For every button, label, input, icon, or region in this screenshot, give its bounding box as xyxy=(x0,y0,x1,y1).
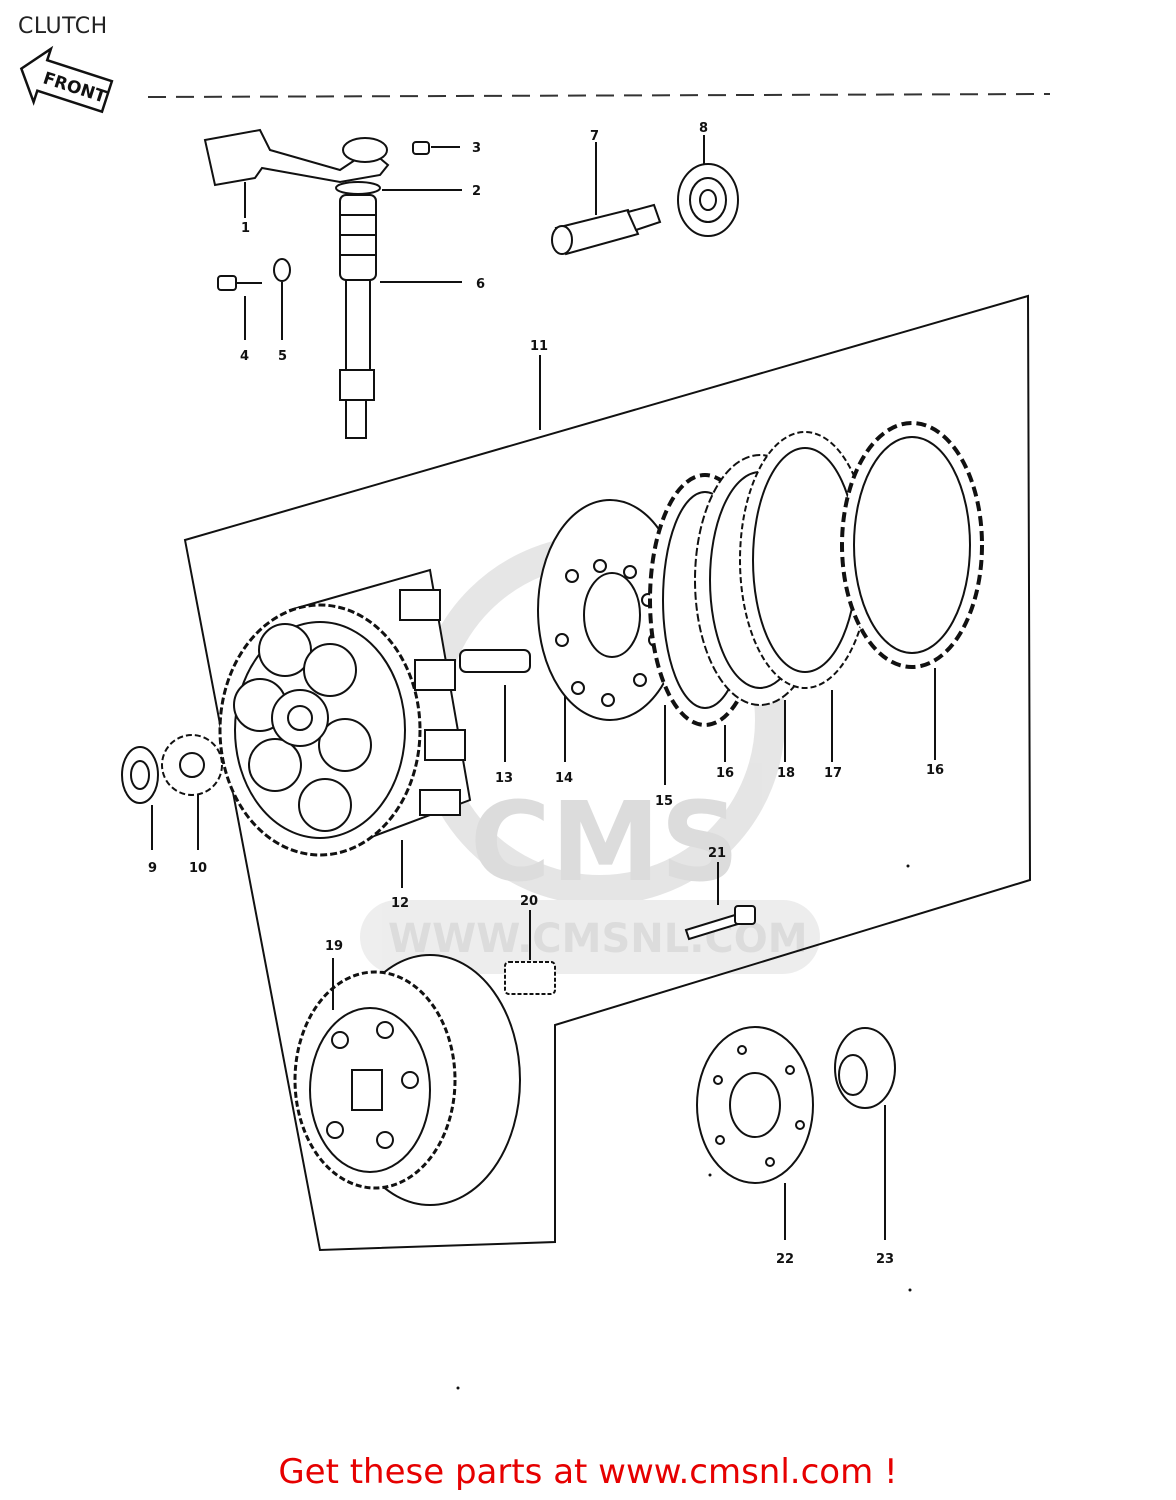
assembly-outline xyxy=(183,294,1032,1252)
watermark-brand: CMS xyxy=(470,778,739,906)
callout-16a: 16 xyxy=(716,766,734,781)
callout-14: 14 xyxy=(555,771,573,786)
callout-20: 20 xyxy=(520,894,538,909)
footer-link[interactable]: Get these parts at www.cmsnl.com ! xyxy=(278,1452,898,1492)
friction-plate-right xyxy=(840,421,984,760)
callout-10: 10 xyxy=(189,861,207,876)
callout-17: 17 xyxy=(824,766,842,781)
front-arrow-icon: FRONT xyxy=(19,45,114,114)
release-plate xyxy=(696,1026,814,1240)
callout-22: 22 xyxy=(776,1252,794,1267)
clutch-exploded-diagram: CMS WWW.CMSNL.COM FRONT xyxy=(19,45,1051,1390)
callout-13: 13 xyxy=(495,771,513,786)
callout-11: 11 xyxy=(530,339,548,354)
callout-16b: 16 xyxy=(926,763,944,778)
callout-1: 1 xyxy=(241,221,250,236)
callout-labels: 1 2 3 4 5 6 7 8 9 10 11 12 13 14 15 16 1… xyxy=(148,121,944,1267)
push-rod xyxy=(551,142,662,256)
callout-8: 8 xyxy=(699,121,708,136)
callout-9: 9 xyxy=(148,861,157,876)
bearing xyxy=(677,135,739,237)
stray-dot xyxy=(908,1288,912,1292)
pressure-plate xyxy=(537,499,683,785)
callout-23: 23 xyxy=(876,1252,894,1267)
callout-15: 15 xyxy=(655,794,673,809)
bolt-and-washer xyxy=(217,258,291,340)
bearing-cap xyxy=(834,1027,896,1240)
callout-18: 18 xyxy=(777,766,795,781)
stray-dot xyxy=(456,1386,460,1390)
callout-12: 12 xyxy=(391,896,409,911)
callout-19: 19 xyxy=(325,939,343,954)
stray-dot xyxy=(906,864,910,868)
clutch-housing xyxy=(218,568,472,888)
callout-21: 21 xyxy=(708,846,726,861)
clutch-lever xyxy=(203,128,390,218)
callout-6: 6 xyxy=(476,277,485,292)
callout-7: 7 xyxy=(590,129,599,144)
stray-dot xyxy=(708,1173,712,1177)
clutch-hub xyxy=(293,954,521,1206)
callout-2: 2 xyxy=(472,184,481,199)
page-title: CLUTCH xyxy=(18,14,108,39)
thrust-washer xyxy=(121,746,159,850)
spring-pin xyxy=(459,649,531,762)
clutch-bolt xyxy=(684,862,756,941)
callout-5: 5 xyxy=(278,349,287,364)
clutch-spring xyxy=(504,910,556,995)
top-dashed-line xyxy=(147,93,1051,98)
set-screw xyxy=(412,141,460,155)
release-shaft xyxy=(335,181,462,439)
callout-3: 3 xyxy=(472,141,481,156)
callout-4: 4 xyxy=(240,349,249,364)
drive-gear xyxy=(161,734,223,850)
steel-plate xyxy=(739,431,871,762)
